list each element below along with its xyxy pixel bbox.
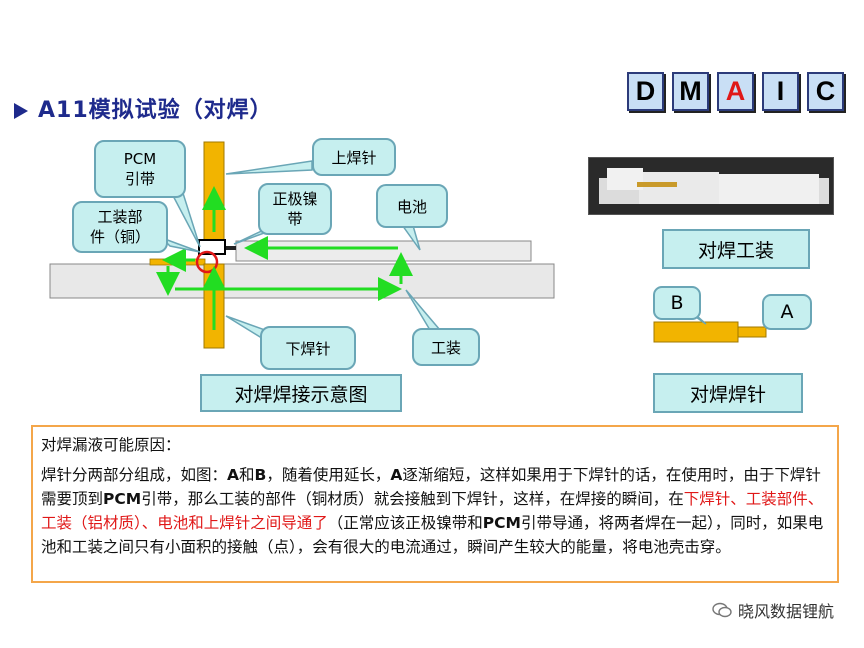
text-seg: PCM (482, 514, 521, 532)
pin-caption: 对焊焊针 (653, 373, 803, 413)
text-seg: B (254, 466, 267, 484)
welding-diagram (49, 141, 555, 349)
page-title: A11模拟试验（对焊） (38, 98, 273, 123)
callout-battery: 电池 (376, 184, 448, 228)
dmaic-c: C (807, 72, 844, 111)
leak-cause-heading: 对焊漏液可能原因： (41, 436, 181, 454)
text-seg: ，随着使用延长， (266, 466, 391, 484)
text-seg: 和 (239, 466, 255, 484)
text-seg: 焊针分两部分组成，如图： (41, 466, 228, 484)
battery-body (235, 240, 532, 262)
fixture-photo (588, 157, 834, 215)
callout-fixture: 工装 (412, 328, 480, 366)
fixture-base (49, 263, 555, 299)
callout-upper-pin: 上焊针 (312, 138, 396, 176)
callout-tails (161, 160, 442, 342)
current-path (156, 186, 413, 330)
pin-part-a (737, 326, 767, 338)
text-seg: A (227, 466, 240, 484)
dmaic-d: D (627, 72, 664, 111)
diagram-caption: 对焊焊接示意图 (200, 374, 402, 412)
fixture-caption: 对焊工装 (662, 229, 810, 269)
leak-cause-text: 焊针分两部分组成，如图：A和B，随着使用延长，A逐渐缩短，这样如果用于下焊针的话… (41, 463, 829, 559)
dmaic-banner: D M A I C (627, 72, 844, 111)
text-seg-highlight: 下焊针、工装部件、工装（铝材质）、电池和上焊针之间导通了 (41, 490, 824, 532)
leak-cause-box: 对焊漏液可能原因： 焊针分两部分组成，如图：A和B，随着使用延长，A逐渐缩短，这… (31, 425, 839, 583)
dmaic-i: I (762, 72, 799, 111)
watermark-text: 晓风数据锂航 (737, 602, 834, 621)
dmaic-a: A (717, 72, 754, 111)
wechat-icon (712, 602, 732, 618)
dmaic-m: M (672, 72, 709, 111)
pin-part-b (653, 321, 739, 343)
text-seg: 逐渐缩短，这样如果用于下焊针的话，在使用时，由于下焊针需要顶到 (41, 466, 821, 508)
callout-pcm-lead: PCM 引带 (94, 140, 186, 198)
text-seg: PCM (103, 490, 142, 508)
callout-fixture-part: 工装部 件（铜） (72, 201, 168, 253)
pin-label-b: B (653, 286, 701, 320)
watermark: 晓风数据锂航 (712, 598, 834, 622)
text-seg: 引带导通，将两者焊在一起），同时，如果电池和工装之间只有小面积的接触（点），会有… (41, 514, 824, 556)
callout-positive-nickel: 正极镍 带 (258, 183, 332, 235)
title-bullet-icon (14, 103, 28, 119)
fixture-photo-image (589, 158, 833, 214)
pin-label-a: A (762, 294, 812, 330)
callout-lower-pin: 下焊针 (260, 326, 356, 370)
text-seg: A (390, 466, 403, 484)
text-seg: （正常应该正极镍带和 (327, 514, 483, 532)
text-seg: 引带，那么工装的部件（铜材质）就会接触到下焊针，这样，在焊接的瞬间，在 (141, 490, 684, 508)
